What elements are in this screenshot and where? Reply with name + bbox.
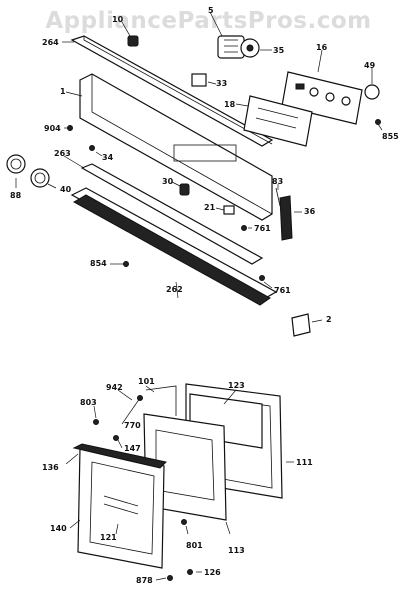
label-18: 18 — [224, 100, 236, 109]
label-264: 264 — [42, 38, 59, 47]
label-770: 770 — [124, 421, 141, 430]
label-83: 83 — [272, 177, 283, 186]
label-140: 140 — [50, 524, 67, 533]
label-30: 30 — [162, 177, 174, 186]
panel-window — [173, 144, 237, 162]
label-33: 33 — [216, 79, 227, 88]
label-49: 49 — [364, 61, 376, 70]
label-761-upper: 761 — [254, 224, 271, 233]
label-10: 10 — [112, 15, 124, 24]
label-111: 111 — [296, 458, 313, 467]
part-855-screw — [375, 119, 381, 125]
label-34: 34 — [102, 153, 114, 162]
label-101: 101 — [138, 377, 155, 386]
part-10-spacer — [127, 35, 139, 47]
part-16-control-board — [281, 71, 363, 125]
label-1: 1 — [60, 87, 66, 96]
part-147-screw — [113, 435, 119, 441]
label-136: 136 — [42, 463, 59, 472]
label-36: 36 — [304, 207, 316, 216]
part-904-screw — [67, 125, 73, 131]
part-761-screw-a — [241, 225, 247, 231]
label-113: 113 — [228, 546, 245, 555]
part-126-screw — [187, 569, 193, 575]
label-126: 126 — [204, 568, 221, 577]
part-36-bracket — [279, 195, 293, 241]
label-855: 855 — [382, 132, 399, 141]
label-803: 803 — [80, 398, 97, 407]
label-801: 801 — [186, 541, 203, 550]
vent-grille-slots — [72, 194, 271, 306]
label-2: 2 — [326, 315, 332, 324]
part-21-clip — [223, 205, 235, 215]
label-21: 21 — [204, 203, 216, 212]
part-878-screw — [167, 575, 173, 581]
part-2-bracket — [291, 313, 311, 337]
label-942: 942 — [106, 383, 123, 392]
part-34-screw — [89, 145, 95, 151]
label-35: 35 — [273, 46, 285, 55]
part-5-35-clock-motor — [217, 35, 260, 59]
part-30-stem — [179, 183, 190, 196]
label-16: 16 — [316, 43, 328, 52]
label-123: 123 — [228, 381, 245, 390]
part-101-glass — [145, 385, 177, 416]
part-761-screw-b — [259, 275, 265, 281]
part-88-knob — [6, 154, 26, 174]
label-904: 904 — [44, 124, 61, 133]
callout-labels: 5 10 264 35 16 49 33 1 18 904 855 34 263… — [10, 6, 399, 585]
part-33-switch — [191, 73, 207, 87]
part-801-screw — [181, 519, 187, 525]
part-803-screw — [93, 419, 99, 425]
label-121: 121 — [100, 533, 117, 542]
part-83-clip — [275, 187, 281, 207]
label-878: 878 — [136, 576, 153, 585]
label-88: 88 — [10, 191, 22, 200]
part-264-top-trim — [70, 35, 274, 147]
label-262: 262 — [166, 285, 183, 294]
label-40: 40 — [60, 185, 72, 194]
part-854-screw — [123, 261, 129, 267]
leader-lines — [15, 11, 383, 581]
part-49-knob — [364, 84, 380, 100]
part-136-handle — [72, 443, 168, 469]
label-854: 854 — [90, 259, 107, 268]
part-263-lower-trim — [80, 163, 264, 265]
label-5: 5 — [208, 6, 214, 15]
label-263: 263 — [54, 149, 71, 158]
label-761-lower: 761 — [274, 286, 291, 295]
label-147: 147 — [124, 444, 141, 453]
part-40-knob — [30, 168, 50, 188]
